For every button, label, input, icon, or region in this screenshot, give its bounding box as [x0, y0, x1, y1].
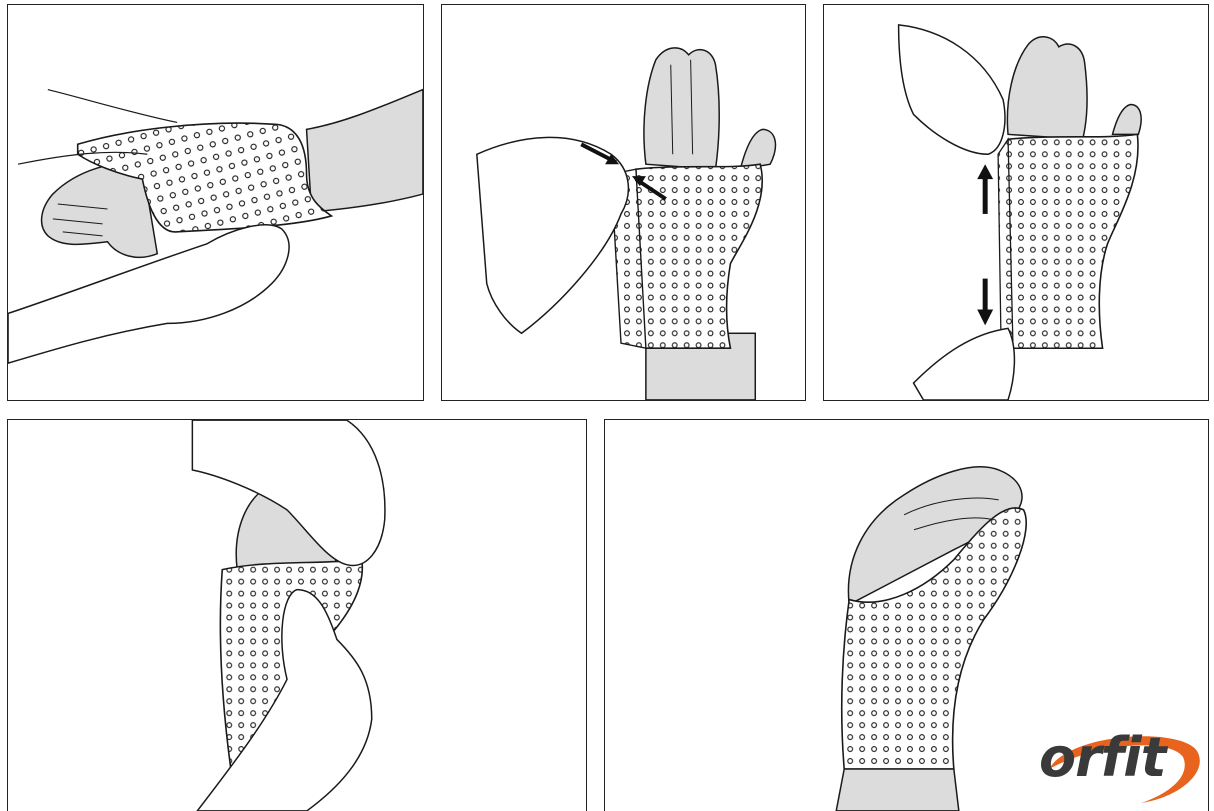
patient-thumb — [740, 129, 775, 169]
patient-fingers — [644, 48, 719, 169]
step-4-panel — [7, 419, 587, 811]
patient-thumb — [1112, 105, 1141, 135]
therapist-hand-upper — [899, 25, 1005, 154]
logo-wordmark: orfit — [1039, 731, 1166, 785]
patient-fingers — [1007, 37, 1087, 140]
therapist-hand-lower — [914, 328, 1015, 400]
step-1-panel — [7, 4, 424, 401]
orfit-logo: orfit — [1031, 727, 1203, 807]
step-3-panel — [823, 4, 1209, 401]
step-2-illustration — [442, 5, 805, 400]
step-1-illustration — [8, 5, 423, 400]
step-2-panel — [441, 4, 806, 401]
step-4-illustration — [8, 420, 586, 811]
therapist-hand — [477, 137, 629, 333]
splint-perforated — [1006, 134, 1138, 348]
step-3-illustration — [824, 5, 1208, 400]
patient-forearm — [307, 90, 423, 212]
patient-forearm — [836, 769, 959, 811]
